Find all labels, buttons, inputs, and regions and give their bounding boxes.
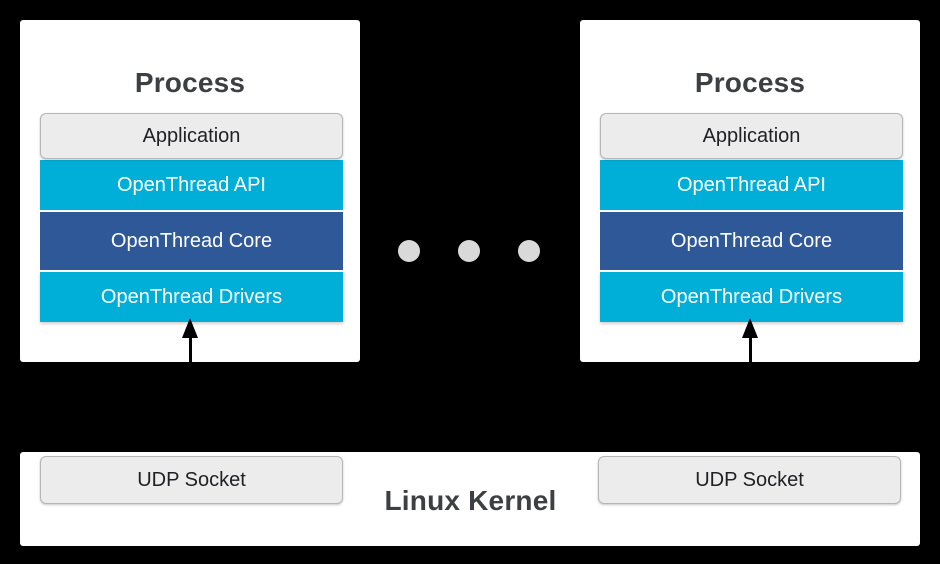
- layer-openthread-drivers-left: OpenThread Drivers: [40, 272, 343, 322]
- layer-openthread-drivers-right: OpenThread Drivers: [600, 272, 903, 322]
- layer-openthread-api-left: OpenThread API: [40, 160, 343, 210]
- layer-application-left: Application: [40, 113, 343, 159]
- openthread-stack-left: Application OpenThread API OpenThread Co…: [40, 113, 343, 322]
- linux-kernel-label: Linux Kernel: [384, 485, 557, 516]
- ellipsis-dot: [398, 240, 420, 262]
- ellipsis-dot: [518, 240, 540, 262]
- arrow-head: [182, 318, 198, 338]
- layer-openthread-api-right: OpenThread API: [600, 160, 903, 210]
- udp-socket-right: UDP Socket: [598, 456, 901, 504]
- process-panel-right: Process Application OpenThread API OpenT…: [580, 20, 920, 362]
- process-title-left: Process: [134, 67, 246, 98]
- udp-socket-left: UDP Socket: [40, 456, 343, 504]
- ellipsis-dots-icon: [398, 240, 542, 262]
- arrow-head: [742, 318, 758, 338]
- openthread-stack-right: Application OpenThread API OpenThread Co…: [600, 113, 903, 322]
- up-arrow-icon-left: [180, 318, 202, 380]
- process-title-right: Process: [694, 67, 806, 98]
- up-arrow-icon-right: [740, 318, 762, 380]
- ellipsis-dot: [458, 240, 480, 262]
- layer-openthread-core-right: OpenThread Core: [600, 212, 903, 270]
- layer-application-right: Application: [600, 113, 903, 159]
- arrow-shaft: [189, 334, 192, 380]
- process-panel-left: Process Application OpenThread API OpenT…: [20, 20, 360, 362]
- layer-openthread-core-left: OpenThread Core: [40, 212, 343, 270]
- arrow-shaft: [749, 334, 752, 380]
- linux-kernel-panel: UDP Socket Linux Kernel UDP Socket: [20, 452, 920, 546]
